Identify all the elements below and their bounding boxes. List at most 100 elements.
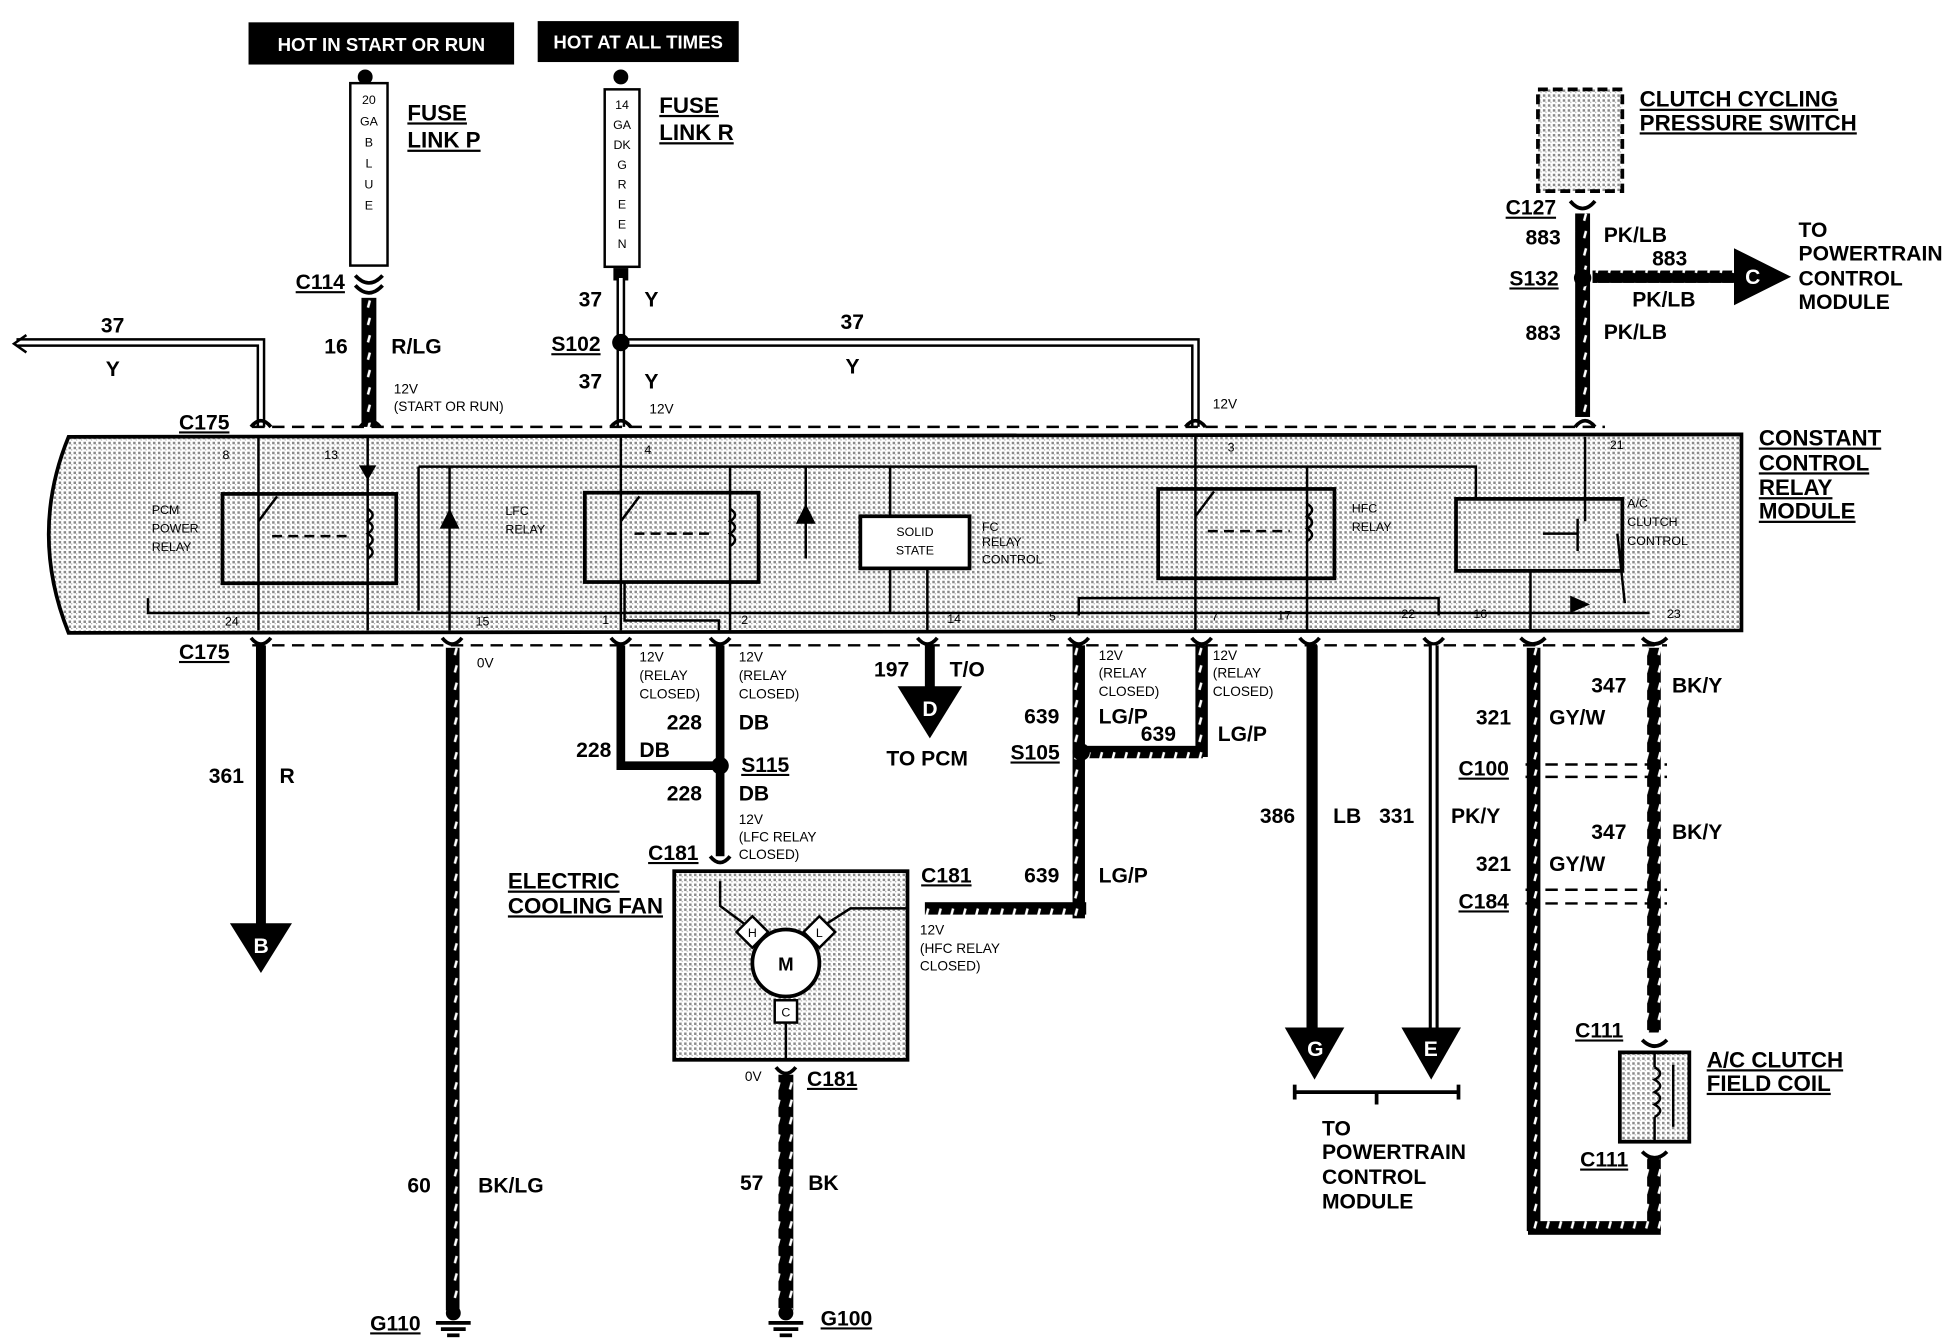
svg-text:BK/LG: BK/LG [478, 1175, 544, 1198]
svg-text:3: 3 [1228, 441, 1235, 455]
svg-text:228: 228 [576, 739, 611, 762]
svg-text:14: 14 [947, 612, 961, 626]
svg-text:CLOSED): CLOSED) [920, 958, 981, 973]
svg-text:60: 60 [407, 1175, 430, 1198]
svg-text:MODULE: MODULE [1799, 291, 1890, 314]
svg-text:347: 347 [1591, 674, 1626, 697]
svg-text:A/C CLUTCH: A/C CLUTCH [1707, 1047, 1843, 1072]
svg-text:(RELAY: (RELAY [1213, 666, 1261, 681]
svg-text:C181: C181 [807, 1068, 858, 1091]
svg-text:H: H [748, 926, 757, 940]
svg-text:LG/P: LG/P [1099, 706, 1148, 729]
svg-text:S102: S102 [551, 333, 600, 356]
svg-text:CONTROL: CONTROL [982, 552, 1043, 566]
svg-text:RELAY: RELAY [1759, 475, 1833, 500]
svg-text:17: 17 [1277, 608, 1291, 622]
svg-text:321: 321 [1476, 707, 1511, 730]
svg-text:C111: C111 [1580, 1149, 1628, 1172]
svg-text:CONTROL: CONTROL [1322, 1166, 1426, 1189]
svg-text:(RELAY: (RELAY [739, 668, 787, 683]
module-terminals [249, 418, 1597, 429]
clutch-cycling-pressure-switch: CLUTCH CYCLING PRESSURE SWITCH [1536, 87, 1857, 193]
svg-text:SOLID: SOLID [896, 525, 933, 539]
wire-361: B 361 R [209, 636, 295, 973]
fuse-wire-text: G [617, 158, 627, 172]
svg-text:(START OR RUN): (START OR RUN) [394, 399, 504, 414]
wire-883: C C127 883 PK/LB S132 883 PK/LB 883 PK/L… [1506, 197, 1943, 417]
svg-text:C175: C175 [179, 641, 230, 664]
svg-text:DB: DB [739, 712, 769, 735]
svg-text:R: R [280, 765, 295, 788]
hot-all-times-label: HOT AT ALL TIMES [537, 21, 739, 63]
svg-text:0V: 0V [477, 656, 495, 671]
svg-text:12V: 12V [639, 649, 664, 664]
wire-57: 0V C181 57 BK G100 [740, 1066, 872, 1338]
svg-text:CONTROL: CONTROL [1799, 267, 1903, 290]
svg-text:22: 22 [1401, 607, 1415, 621]
svg-text:DB: DB [639, 739, 669, 762]
svg-text:BK/Y: BK/Y [1672, 674, 1722, 697]
svg-text:16: 16 [324, 336, 347, 359]
wire-37-s102: 37 Y S102 37 Y 12V 37 Y 12V [551, 268, 1238, 427]
wire-60: 0V 60 BK/LG G110 [370, 636, 544, 1338]
svg-text:12V: 12V [920, 922, 945, 937]
svg-text:12V: 12V [1213, 396, 1238, 411]
svg-text:12V: 12V [1213, 648, 1238, 663]
svg-text:228: 228 [667, 712, 702, 735]
svg-text:639: 639 [1024, 864, 1059, 887]
svg-text:197: 197 [874, 658, 909, 681]
svg-text:CLOSED): CLOSED) [739, 687, 800, 702]
svg-text:361: 361 [209, 765, 244, 788]
svg-text:CLOSED): CLOSED) [1099, 684, 1160, 699]
svg-text:G110: G110 [370, 1312, 420, 1335]
svg-text:POWERTRAIN: POWERTRAIN [1799, 243, 1943, 266]
svg-text:37: 37 [840, 311, 863, 334]
svg-text:386: 386 [1260, 805, 1295, 828]
lfc-relay: LFC RELAY [505, 436, 761, 631]
svg-text:12V: 12V [739, 649, 764, 664]
svg-text:PK/Y: PK/Y [1451, 805, 1500, 828]
fuse-wire-text: B [365, 135, 373, 149]
svg-text:CONSTANT: CONSTANT [1759, 426, 1882, 451]
svg-text:LG/P: LG/P [1218, 723, 1267, 746]
svg-text:2: 2 [741, 613, 748, 627]
svg-text:T/O: T/O [950, 658, 985, 681]
svg-text:(HFC RELAY: (HFC RELAY [920, 941, 1000, 956]
svg-text:C100: C100 [1459, 758, 1509, 781]
svg-text:LB: LB [1333, 805, 1361, 828]
svg-text:TO PCM: TO PCM [886, 748, 968, 771]
svg-text:FUSE: FUSE [659, 93, 719, 118]
svg-text:16: 16 [1473, 607, 1487, 621]
fuse-wire-text: 20 [362, 93, 376, 107]
svg-text:E: E [1424, 1038, 1438, 1061]
svg-text:C: C [781, 1005, 790, 1019]
fuse-wire-text: E [618, 197, 626, 211]
svg-text:C111: C111 [1575, 1019, 1623, 1042]
fuse-wire-text: E [618, 217, 626, 231]
svg-text:ELECTRIC: ELECTRIC [508, 869, 620, 894]
svg-text:C175: C175 [179, 411, 230, 434]
svg-text:228: 228 [667, 782, 702, 805]
svg-text:PK/LB: PK/LB [1604, 321, 1667, 344]
svg-text:HFC: HFC [1352, 502, 1378, 516]
svg-text:RELAY: RELAY [1352, 520, 1392, 534]
svg-text:S132: S132 [1509, 267, 1558, 290]
ac-clutch-field-coil: C111 C111 A/C CLUTCH FIELD COIL [1575, 1019, 1843, 1171]
svg-text:MODULE: MODULE [1759, 499, 1856, 524]
svg-text:21: 21 [1610, 438, 1624, 452]
svg-text:5: 5 [1049, 609, 1056, 623]
svg-text:(RELAY: (RELAY [1099, 666, 1147, 681]
svg-text:GY/W: GY/W [1549, 853, 1605, 876]
svg-text:C: C [1745, 266, 1760, 289]
svg-text:STATE: STATE [896, 544, 934, 558]
svg-text:L: L [816, 926, 823, 940]
svg-text:D: D [922, 698, 937, 721]
electric-cooling-fan: H L M C ELECTRIC COOLING FAN [508, 869, 910, 1062]
svg-text:1: 1 [602, 613, 609, 627]
svg-text:FIELD COIL: FIELD COIL [1707, 1071, 1831, 1096]
svg-text:0V: 0V [745, 1069, 763, 1084]
svg-text:FUSE: FUSE [407, 100, 467, 125]
fuse-wire-text: U [364, 178, 373, 192]
